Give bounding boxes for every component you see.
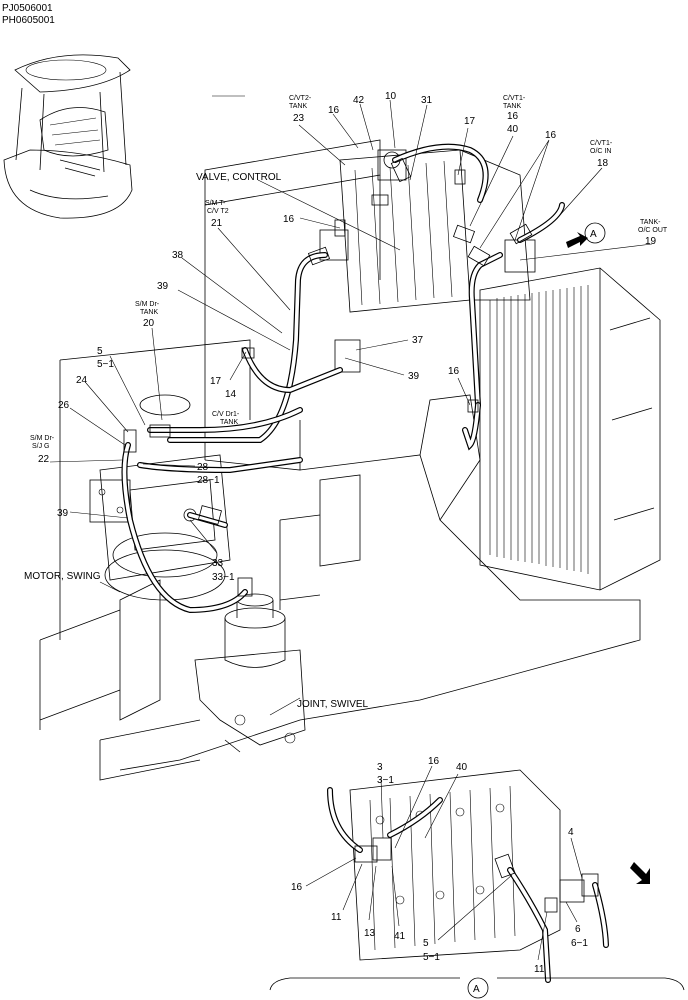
port-label-tank-oc-out-2: O/C OUT: [638, 227, 668, 234]
detail-callout-6: 6: [575, 924, 581, 935]
callout-42: 42: [353, 95, 365, 106]
component-label-joint-swivel: JOINT, SWIVEL: [297, 699, 369, 710]
callout-26: 26: [58, 400, 70, 411]
callout-40: 40: [507, 124, 519, 135]
callout-16: 16: [448, 366, 460, 377]
view-a-symbol: A: [590, 229, 597, 240]
callout-33-1: 33−1: [212, 572, 235, 583]
port-label-tank-oc-out-1: TANK-: [640, 219, 661, 226]
callout-38: 38: [172, 250, 184, 261]
callout-19: 19: [645, 236, 657, 247]
callout-16: 16: [328, 105, 340, 116]
callout-17: 17: [210, 376, 222, 387]
callout-28-1: 28−1: [197, 475, 220, 486]
detail-callout-3-1: 3−1: [377, 775, 394, 786]
callout-28: 28: [197, 462, 209, 473]
port-label-smt-cvt2-1: S/M T-: [205, 200, 226, 207]
port-label-cvt2-tank-1: C/VT2-: [289, 95, 312, 102]
port-label-cvt2-tank-2: TANK: [289, 103, 307, 110]
port-label-sm-dr-tank-2: TANK: [140, 309, 158, 316]
port-label-cvt1-tank-2: TANK: [503, 103, 521, 110]
callout-17: 17: [464, 116, 476, 127]
detail-callout-3: 3: [377, 762, 383, 773]
machine-thumbnail: [3, 54, 133, 219]
detail-view-a: A: [269, 769, 685, 999]
callout-5: 5: [97, 346, 103, 357]
callout-37: 37: [412, 335, 424, 346]
detail-callout-5: 5: [423, 938, 429, 949]
detail-callout-41: 41: [394, 931, 406, 942]
drawing-code-1: PJ0506001: [2, 3, 53, 14]
port-label-sm-dr-sjg-1: S/M Dr-: [30, 435, 55, 442]
main-frame: [39, 139, 661, 781]
leader-lines: [49, 95, 653, 716]
view-direction-arrow-icon: [566, 232, 588, 248]
callout-31: 31: [421, 95, 433, 106]
detail-callout-5-1: 5−1: [423, 952, 440, 963]
hydraulic-hoses: [121, 143, 565, 614]
callout-23: 23: [293, 113, 305, 124]
callout-39: 39: [408, 371, 420, 382]
port-label-cvt1-tank-1: C/VT1-: [503, 95, 526, 102]
detail-callout-6-1: 6−1: [571, 938, 588, 949]
port-label-smt-cvt2-2: C/V T2: [207, 208, 229, 215]
drawing-code-2: PH0605001: [2, 15, 55, 26]
callout-18: 18: [597, 158, 609, 169]
callout-16: 16: [507, 111, 519, 122]
callout-10: 10: [385, 91, 397, 102]
detail-callout-11: 11: [534, 964, 545, 975]
callout-5-1: 5−1: [97, 359, 114, 370]
detail-leader-lines: [305, 765, 583, 961]
detail-callout-16: 16: [291, 882, 303, 893]
callout-39: 39: [57, 508, 69, 519]
control-valve-body: [319, 149, 536, 373]
main-view-labels: C/VT2- TANK 23 16 42 10 31 17 C/VT1- TAN…: [24, 91, 668, 710]
port-label-cvt1-oc-in-1: C/VT1-: [590, 140, 613, 147]
port-label-cv-dr1-tank-1: C/V Dr1-: [212, 411, 240, 418]
port-label-sm-dr-tank-1: S/M Dr-: [135, 301, 160, 308]
port-label-cvt1-oc-in-2: O/C IN: [590, 148, 611, 155]
callout-33: 33: [212, 558, 224, 569]
detail-callout-40: 40: [456, 762, 468, 773]
callout-24: 24: [76, 375, 88, 386]
detail-callout-16: 16: [428, 756, 440, 767]
swing-motor-body: [89, 394, 231, 601]
component-label-motor-swing: MOTOR, SWING: [24, 571, 101, 582]
callout-21: 21: [211, 218, 223, 229]
callout-14: 14: [225, 389, 237, 400]
hose-fittings: [123, 157, 533, 597]
port-label-cv-dr1-tank-2: TANK: [220, 419, 238, 426]
detail-direction-arrow-icon: [630, 862, 650, 884]
detail-callout-11: 11: [331, 912, 342, 923]
callout-16: 16: [283, 214, 295, 225]
detail-callout-13: 13: [364, 928, 376, 939]
callout-22: 22: [38, 454, 50, 465]
detail-callout-4: 4: [568, 827, 574, 838]
swivel-joint-body: [194, 593, 306, 753]
port-label-sm-dr-sjg-2: S/J G: [32, 443, 50, 450]
callout-20: 20: [143, 318, 155, 329]
detail-view-symbol: A: [473, 984, 480, 995]
detail-view-labels: 3 3−1 16 40 16 11 13 41 5 5−1 4 6 6−1 11: [291, 756, 588, 975]
component-label-valve-control: VALVE, CONTROL: [196, 172, 282, 183]
callout-39: 39: [157, 281, 169, 292]
view-a-marker: A: [566, 222, 606, 248]
callout-16: 16: [545, 130, 557, 141]
